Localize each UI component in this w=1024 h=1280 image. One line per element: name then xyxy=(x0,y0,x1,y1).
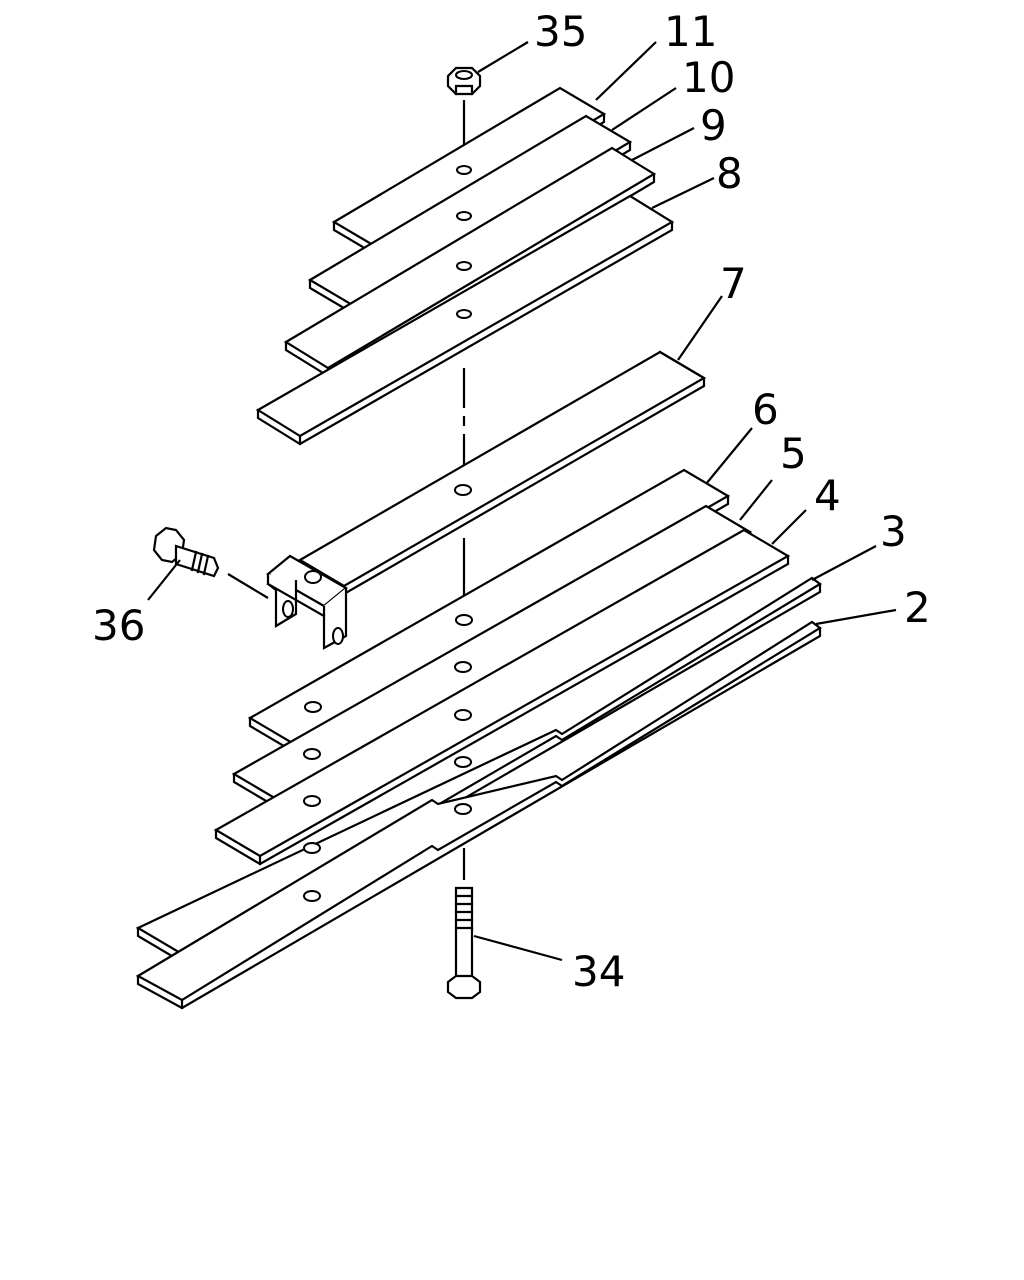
part-8-leaf xyxy=(255,194,675,446)
part-2-leaf xyxy=(135,620,822,1010)
part-34-center-bolt xyxy=(446,886,482,1000)
callout-9: 9 xyxy=(700,101,727,150)
callout-7: 7 xyxy=(720,259,747,308)
callout-2: 2 xyxy=(904,583,931,632)
callout-5: 5 xyxy=(780,429,807,478)
callout-8: 8 xyxy=(716,149,743,198)
callout-4: 4 xyxy=(814,471,841,520)
part-35-nut xyxy=(446,66,482,96)
callout-3: 3 xyxy=(880,507,907,556)
part-4-leaf xyxy=(213,528,791,866)
part-36-bolt xyxy=(152,526,220,578)
callout-10: 10 xyxy=(682,53,735,102)
callout-6: 6 xyxy=(752,385,779,434)
callout-34: 34 xyxy=(572,947,625,996)
callout-35: 35 xyxy=(534,7,587,56)
bolt-36-axis xyxy=(227,573,269,599)
rebound-clip-bracket xyxy=(266,554,348,650)
leader-lines xyxy=(147,41,897,962)
callout-11: 11 xyxy=(664,7,717,56)
callout-36: 36 xyxy=(92,601,145,650)
